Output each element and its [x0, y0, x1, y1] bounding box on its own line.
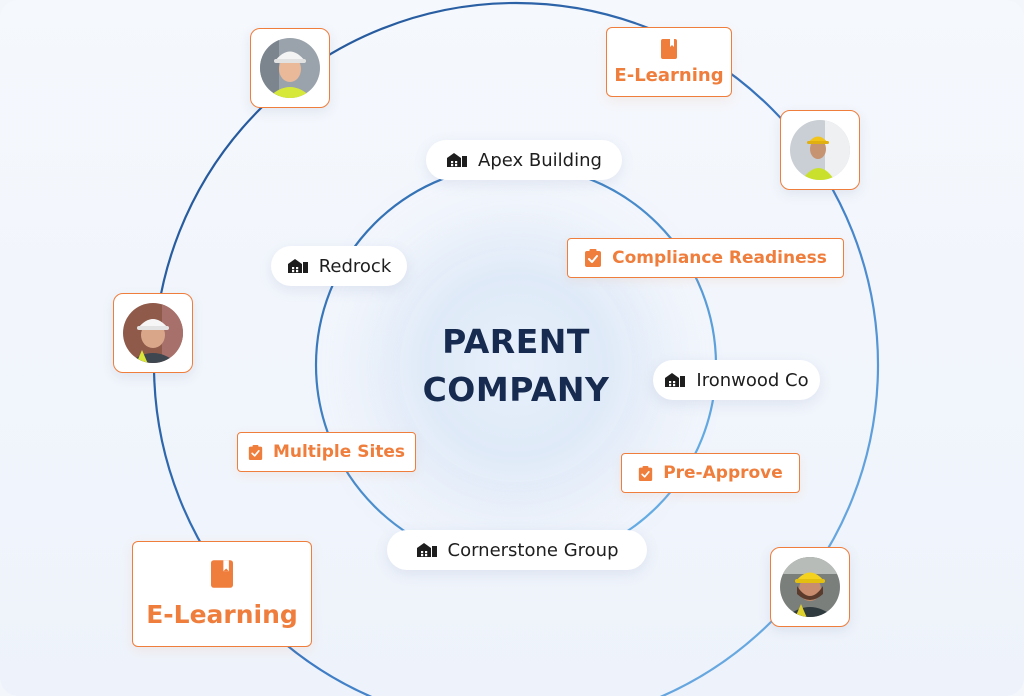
clipboard-check-icon [585, 249, 602, 267]
worker-avatar-card-2 [780, 110, 860, 190]
company-pill-cornerstone: Cornerstone Group [387, 530, 647, 570]
worker-avatar-card-4 [770, 547, 850, 627]
worker-avatar [790, 120, 850, 180]
title-line-2: COMPANY [422, 370, 610, 409]
company-label: Redrock [318, 255, 392, 277]
elearning-card-top: E-Learning [606, 27, 732, 97]
company-label: Apex Building [478, 149, 602, 171]
feature-label: Compliance Readiness [612, 248, 827, 268]
company-pill-redrock: Redrock [271, 246, 407, 286]
company-label: Ironwood Co [696, 369, 809, 391]
feature-label: Multiple Sites [272, 442, 406, 462]
worker-avatar [123, 303, 183, 363]
worker-avatar [260, 38, 320, 98]
elearning-label: E-Learning [614, 64, 724, 86]
feature-tag-pre-approve: Pre-Approve [621, 453, 800, 493]
feature-label: Pre-Approve [663, 463, 783, 483]
company-label: Cornerstone Group [447, 539, 619, 561]
book-icon [211, 559, 233, 588]
feature-tag-compliance: Compliance Readiness [567, 238, 844, 278]
building-icon [416, 543, 437, 557]
book-icon [661, 38, 677, 59]
worker-avatar-card-1 [250, 28, 330, 108]
parent-company-title: PARENT COMPANY [400, 318, 632, 414]
company-pill-ironwood: Ironwood Co [653, 360, 820, 400]
worker-avatar [780, 557, 840, 617]
company-pill-apex: Apex Building [426, 140, 622, 180]
feature-tag-multiple-sites: Multiple Sites [237, 432, 416, 472]
elearning-card-bottom: E-Learning [132, 541, 312, 647]
worker-avatar-card-3 [113, 293, 193, 373]
building-icon [287, 259, 308, 273]
building-icon [447, 153, 468, 167]
elearning-label: E-Learning [146, 599, 298, 629]
center-glow [400, 250, 632, 482]
clipboard-check-icon [248, 444, 263, 460]
building-icon [665, 373, 686, 387]
title-line-1: PARENT [442, 322, 590, 361]
clipboard-check-icon [639, 465, 653, 481]
